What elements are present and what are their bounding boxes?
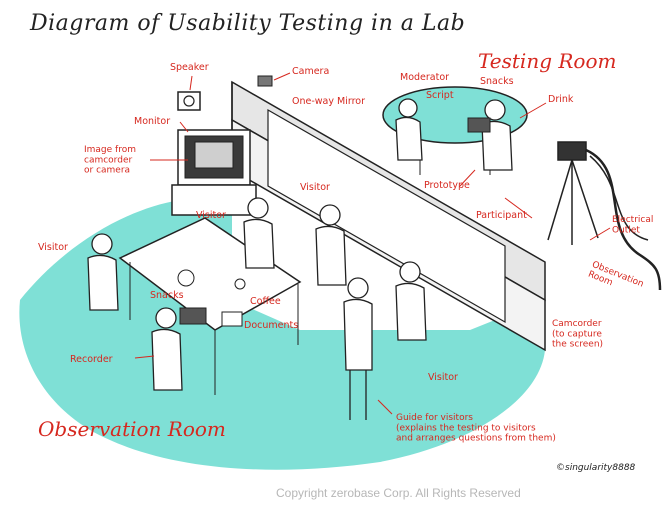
moderator-figure xyxy=(395,98,423,161)
label-guide-for-visitors: Guide for visitors(explains the testing … xyxy=(396,413,556,444)
label-snacks-testing: Snacks xyxy=(480,76,514,87)
observation-room-title: Observation Room xyxy=(38,417,226,441)
label-visitor-left: Visitor xyxy=(38,242,68,253)
label-script: Script xyxy=(426,90,454,101)
label-camera: Camera xyxy=(292,66,329,77)
label-prototype: Prototype xyxy=(424,180,470,191)
observation-table xyxy=(118,217,302,395)
leader-lines xyxy=(134,72,611,415)
camcorder-tripod xyxy=(547,141,662,291)
label-participant: Participant xyxy=(476,210,527,221)
label-visitor-top: Visitor xyxy=(196,210,226,221)
visitor-figure-center xyxy=(315,204,347,286)
diagram-title: Diagram of Usability Testing in a Lab xyxy=(29,11,465,36)
label-visitor-center: Visitor xyxy=(300,182,330,193)
label-coffee: Coffee xyxy=(250,296,281,307)
guide-figure xyxy=(343,277,373,420)
label-line: Outlet xyxy=(612,225,640,235)
recorder-laptop xyxy=(179,307,207,325)
label-recorder: Recorder xyxy=(70,354,113,365)
label-one-way-mirror: One-way Mirror xyxy=(292,96,365,107)
label-documents: Documents xyxy=(244,320,298,331)
signature: ©singularity8888 xyxy=(556,463,636,473)
prototype-laptop xyxy=(467,117,491,133)
label-line: Guide for visitors xyxy=(396,413,473,423)
mirror-wall xyxy=(231,80,546,352)
label-visitor-right: Visitor xyxy=(428,372,458,383)
label-speaker: Speaker xyxy=(170,62,209,73)
copyright-notice: Copyright zerobase Corp. All Rights Rese… xyxy=(276,486,521,500)
coffee-cup xyxy=(234,278,246,290)
label-line: the screen) xyxy=(552,340,603,350)
label-line: Electrical xyxy=(612,215,653,225)
label-line: (to capture xyxy=(552,329,602,339)
snacks-bowl xyxy=(177,269,195,287)
monitor xyxy=(171,129,257,216)
recorder-figure xyxy=(151,307,183,391)
label-line: or camera xyxy=(84,166,130,176)
label-snacks-observation: Snacks xyxy=(150,290,184,301)
visitor-figure-left xyxy=(87,233,119,311)
label-drink: Drink xyxy=(548,94,574,105)
label-line: Image from xyxy=(84,145,136,155)
label-line: Camcorder xyxy=(552,319,602,329)
visitor-figure-top xyxy=(243,197,275,269)
speaker-icon xyxy=(177,91,201,111)
label-moderator: Moderator xyxy=(400,72,449,83)
label-line: and arranges questions from them) xyxy=(396,434,556,444)
label-monitor: Monitor xyxy=(134,116,170,127)
visitor-figure-right xyxy=(395,261,427,341)
one-way-mirror-glass xyxy=(267,108,506,324)
label-line: camcorder xyxy=(84,155,132,165)
label-line: (explains the testing to visitors xyxy=(396,423,536,433)
label-observation-room-cable: ObservationRoom xyxy=(586,260,644,299)
documents-icon xyxy=(221,311,243,327)
camera-icon xyxy=(257,75,273,87)
testing-room-title: Testing Room xyxy=(478,49,616,73)
